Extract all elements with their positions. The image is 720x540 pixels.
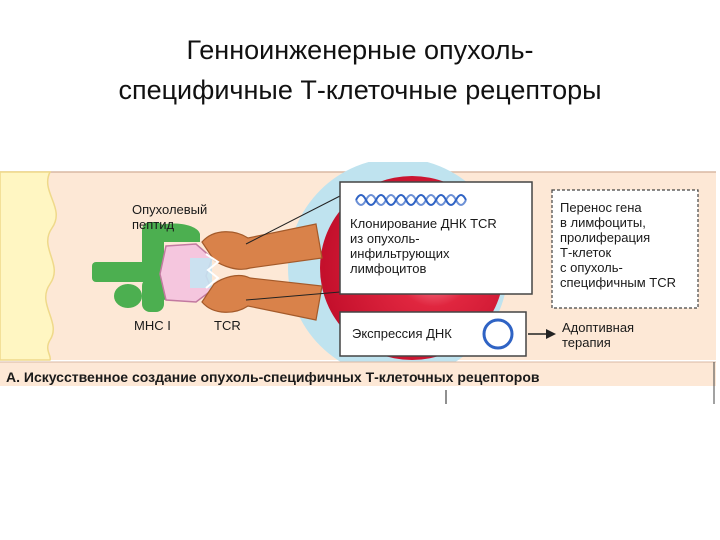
- label-transfer: Перенос гена в лимфоциты, пролиферация Т…: [560, 200, 676, 290]
- figure-caption: А. Искусственное создание опухоль-специф…: [6, 369, 540, 385]
- tcr-pointer-line-2: [245, 291, 341, 301]
- plasmid-ring-icon: [482, 318, 514, 350]
- label-tumor-peptide: Опухолевый пептид: [132, 202, 208, 232]
- label-tcr: TCR: [214, 318, 241, 333]
- tcr-pointer-line-1: [245, 195, 341, 245]
- tcr-engineering-figure: Опухолевый пептид MHC I TCR Клонирование…: [0, 162, 716, 404]
- label-expression: Экспрессия ДНК: [352, 326, 452, 341]
- slide-title-line-1: Генноинженерные опухоль-: [186, 35, 534, 65]
- label-adoptive-therapy: Адоптивная терапия: [562, 320, 635, 350]
- dna-helix-icon: [355, 194, 467, 206]
- tumor-peptide-shape: [159, 243, 213, 303]
- tumor-cell-shape: [0, 171, 57, 361]
- slide-title: Генноинженерные опухоль- специфичные Т-к…: [0, 30, 720, 110]
- slide-title-line-2: специфичные Т-клеточные рецепторы: [118, 75, 602, 105]
- label-cloning: Клонирование ДНК TCR из опухоль- инфильт…: [350, 216, 497, 276]
- arrow-right-icon: [528, 329, 556, 339]
- caption-band: [0, 362, 716, 386]
- tcr-molecule: [201, 223, 323, 321]
- label-mhc: MHC I: [134, 318, 171, 333]
- figure-graphics: [0, 162, 716, 404]
- transfer-box: [551, 189, 699, 309]
